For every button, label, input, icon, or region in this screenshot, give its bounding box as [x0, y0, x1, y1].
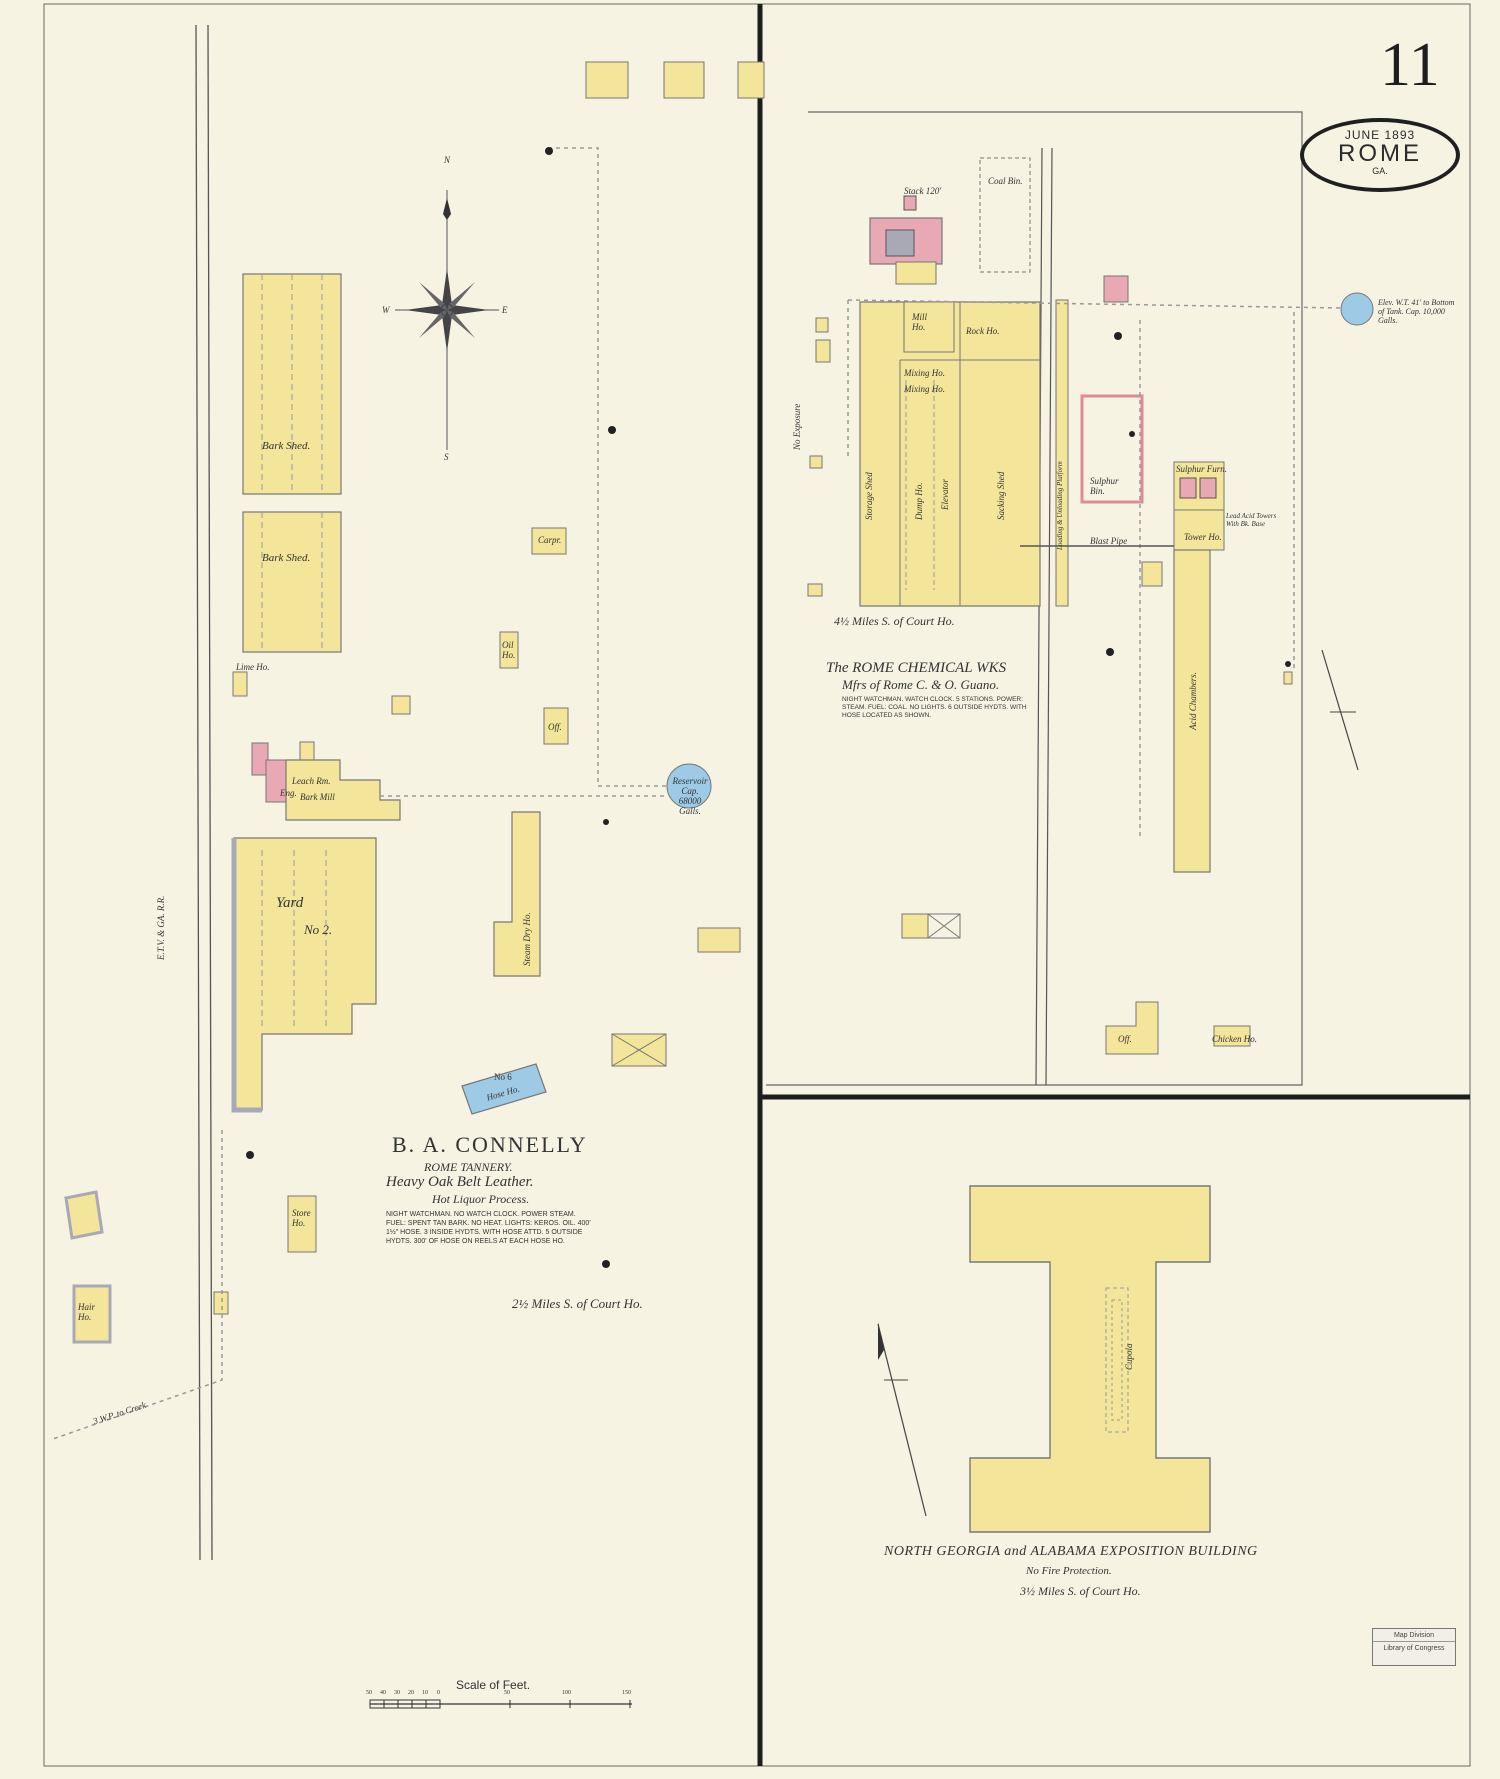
rock-ho-label: Rock Ho. — [966, 326, 1000, 336]
tannery-notes: NIGHT WATCHMAN. NO WATCH CLOCK. POWER ST… — [386, 1211, 591, 1245]
scale-tick-0: 50 — [366, 1690, 372, 1696]
compass-e: E — [502, 305, 508, 315]
library-stamp: Map Division Library of Congress — [1372, 1628, 1456, 1666]
railroad-track-left — [195, 24, 201, 1561]
chemical-frame — [766, 111, 1303, 1086]
chem-off-label: Off. — [1118, 1034, 1132, 1044]
compass-n: N — [444, 155, 451, 165]
mill-ho-label: Mill Ho. — [912, 312, 927, 332]
hose-ho — [461, 1063, 547, 1115]
steam-dry-label: Steam Dry Ho. — [522, 912, 532, 966]
compass-s: S — [444, 452, 449, 462]
sacking-shed-label: Sacking Shed — [996, 471, 1006, 520]
reservoir — [666, 763, 712, 809]
store-ho-label: Store Ho. — [292, 1208, 311, 1228]
compass-w: W — [382, 305, 390, 315]
scale-label: Scale of Feet. — [456, 1678, 531, 1692]
tannery-subtitle: ROME TANNERY. — [424, 1160, 513, 1174]
dump-ho-label: Dump Ho. — [914, 482, 924, 521]
acid-chambers-label: Acid Chambers. — [1188, 672, 1198, 730]
outer-border — [43, 3, 1471, 1767]
scale-tick-2: 30 — [394, 1690, 400, 1696]
carpr-label: Carpr. — [538, 535, 562, 545]
yard-no-label: No 2. — [304, 922, 333, 937]
eng-label: Eng. — [280, 788, 297, 798]
sheet-number: 11 — [1380, 31, 1440, 99]
mixing-2-label: Mixing Ho. — [904, 384, 945, 394]
bark-shed-1-label: Bark Shed. — [262, 440, 311, 452]
railroad-track-right — [207, 24, 213, 1561]
lime-ho-label: Lime Ho. — [236, 662, 270, 672]
blast-pipe-label: Blast Pipe — [1090, 536, 1128, 546]
platform-label: Loading & Unloading Platform — [1056, 461, 1064, 550]
tower-ho-label: Tower Ho. — [1184, 532, 1222, 542]
acid-chambers — [1173, 549, 1211, 873]
chemical-buildings — [807, 157, 1374, 1055]
elevator-label: Elevator — [940, 479, 950, 510]
lead-acid-label: Lead Acid Towers With Bk. Base — [1226, 512, 1277, 528]
chemical-notes: NIGHT WATCHMAN. WATCH CLOCK. 5 STATIONS.… — [842, 696, 1027, 719]
yard-label: Yard — [276, 895, 304, 911]
steam-dry-ho — [493, 811, 541, 977]
stack-label: Stack 120' — [904, 186, 942, 196]
storage-shed-label: Storage Shed — [864, 472, 874, 520]
chemical-title: The ROME CHEMICAL WKS — [826, 660, 1007, 676]
tannery-buildings — [49, 61, 765, 1441]
scale-tick-4: 10 — [422, 1690, 428, 1696]
main-works — [859, 301, 1041, 607]
scale-tick-3: 20 — [408, 1690, 414, 1696]
exposition-title: NORTH GEORGIA and ALABAMA EXPOSITION BUI… — [884, 1544, 1258, 1559]
exposition-building — [877, 1185, 1211, 1533]
chicken-ho-label: Chicken Ho. — [1212, 1034, 1257, 1044]
chemical-subtitle: Mfrs of Rome C. & O. Guano. — [842, 677, 1000, 692]
tannery-product: Heavy Oak Belt Leather. — [386, 1174, 534, 1190]
bark-shed-2-label: Bark Shed. — [262, 552, 311, 564]
leach-rm-label: Leach Rm. — [292, 776, 331, 786]
off-label: Off. — [548, 722, 562, 732]
chemical-distance: 4½ Miles S. of Court Ho. — [834, 614, 955, 628]
railroad-label: E.T.V. & GA. R.R. — [156, 895, 166, 960]
tannery-name: B. A. CONNELLY — [392, 1132, 588, 1157]
hose-no-label: No 6 — [494, 1072, 512, 1082]
scale-tick-5: 0 — [437, 1690, 440, 1696]
tannery-distance: 2½ Miles S. of Court Ho. — [512, 1296, 643, 1311]
compass-rose — [395, 190, 499, 450]
yard-no-2 — [233, 837, 377, 1111]
sulphur-furn-label: Sulphur Furn. — [1176, 464, 1228, 474]
bark-shed-2 — [242, 511, 342, 653]
cupola-label: Cupola — [1124, 1343, 1134, 1370]
coal-bin-label: Coal Bin. — [988, 176, 1023, 186]
scale-bar — [369, 1699, 632, 1709]
bark-mill — [285, 759, 401, 821]
reservoir-label: Reservoir Cap. 68000 Galls. — [672, 776, 708, 816]
scale-tick-8: 150 — [622, 1690, 631, 1696]
scale-tick-1: 40 — [380, 1690, 386, 1696]
sheet-date: JUNE 1893 — [1344, 128, 1416, 142]
tannery-process: Hot Liquor Process. — [432, 1192, 530, 1206]
stamp-line-1: Map Division — [1373, 1629, 1455, 1642]
no-exposure-label: No Exposure — [792, 403, 802, 450]
sulphur-bin-label: Sulphur Bin. — [1090, 476, 1119, 496]
state-abbr: GA. — [1372, 166, 1388, 176]
water-tank — [1340, 292, 1374, 326]
oil-ho-label: Oil Ho. — [502, 640, 516, 660]
exposition-note: No Fire Protection. — [1026, 1565, 1112, 1577]
mixing-1-label: Mixing Ho. — [904, 368, 945, 378]
scale-tick-6: 50 — [504, 1690, 510, 1696]
hair-ho-label: Hair Ho. — [78, 1302, 96, 1322]
city-name: ROME — [1338, 140, 1422, 167]
stamp-line-2: Library of Congress — [1383, 1645, 1445, 1652]
elev-wt-label: Elev. W.T. 41' to Bottom of Tank. Cap. 1… — [1378, 298, 1455, 325]
bark-mill-label: Bark Mill — [300, 792, 335, 802]
date-city-oval: JUNE 1893 ROME GA. — [1300, 118, 1460, 192]
scale-tick-7: 100 — [562, 1690, 571, 1696]
exposition-distance: 3½ Miles S. of Court Ho. — [1020, 1584, 1141, 1598]
